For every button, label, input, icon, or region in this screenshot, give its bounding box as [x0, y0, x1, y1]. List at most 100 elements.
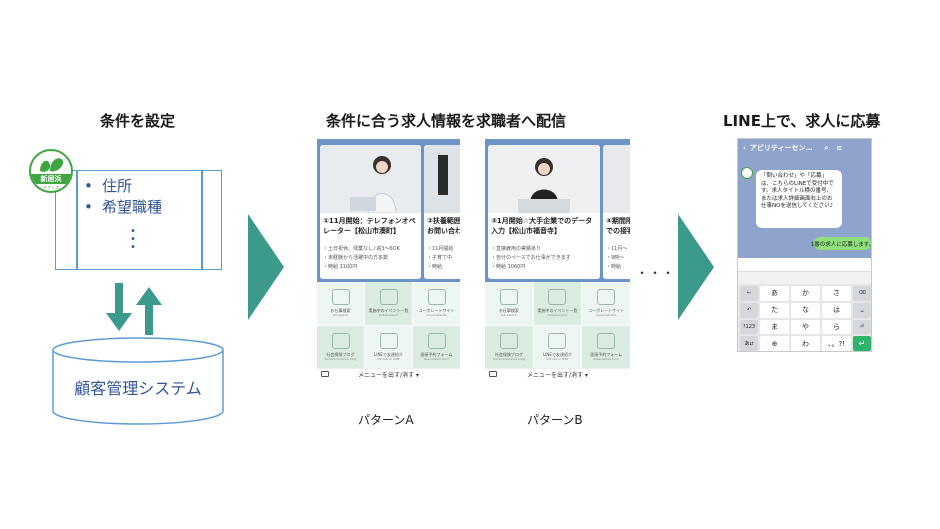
job-photo: [320, 145, 421, 214]
key[interactable]: ⊕: [760, 336, 789, 351]
job-title: ③1月開始☆大手企業でのデータ入力【松山市福音寺】: [491, 217, 593, 235]
form-icon: [597, 332, 616, 349]
key[interactable]: か: [791, 286, 820, 301]
job-title: ①11月開始：テレフォンオペレーター【松山市湊町】: [323, 217, 416, 235]
condition-item: •住所: [84, 177, 133, 195]
job-photo: [488, 145, 600, 213]
key[interactable]: た: [760, 302, 789, 318]
key[interactable]: 、。?!: [822, 336, 851, 351]
monitor-icon: [597, 289, 616, 306]
job-card[interactable]: ②扶養範囲内でのお問い合わせ対応 ・11月開始 ・子育て中 ・時給: [424, 145, 460, 279]
job-detail: ・時給: [427, 264, 443, 270]
search-icon[interactable]: ⌕: [824, 143, 829, 152]
job-detail: ・時給: [606, 264, 622, 270]
account-avatar: [741, 167, 753, 179]
menu-toggle[interactable]: メニューを出す/消す ▾: [317, 368, 460, 379]
job-detail: ・未経験から活躍中の方多数: [323, 255, 389, 261]
key[interactable]: あ⇄: [740, 336, 758, 351]
logo-text: 新居浜: [31, 174, 71, 184]
blog-icon: [331, 332, 350, 349]
key[interactable]: ⏎: [853, 319, 871, 335]
keyboard-icon: [489, 371, 497, 377]
job-card[interactable]: ③1月開始☆大手企業でのデータ入力【松山市福音寺】 ・直接雇用の実績あり ・自分…: [488, 145, 600, 279]
key[interactable]: ら: [822, 319, 851, 335]
more-conditions-ellipsis: •••: [130, 226, 136, 253]
key[interactable]: ⌫: [853, 286, 871, 301]
job-title: ②扶養範囲内でのお問い合わせ対応: [427, 217, 460, 235]
form-icon: [427, 332, 446, 349]
smartphone-icon: [548, 332, 567, 349]
flow-arrow-2: [678, 214, 714, 320]
leaf-icon: [31, 151, 71, 177]
keyboard-icon: [321, 371, 329, 377]
job-detail: ・子育て中: [427, 255, 453, 261]
job-photo: [424, 145, 460, 213]
more-patterns-ellipsis: ・・・: [636, 266, 676, 280]
sent-message: 1番の求人に応募します。: [811, 237, 871, 250]
key[interactable]: わ: [791, 336, 820, 351]
keyboard-toolbar: [738, 272, 871, 284]
chat-header: ‹ アビリティーセン… ⌕ ≡: [738, 139, 871, 157]
conditions-divider-left: [76, 170, 78, 270]
keyboard: ← あ か さ ⌫ ↶ た な は ␣ ?123 ま や ら ⏎ あ⇄ ⊕ わ …: [738, 284, 871, 351]
search-icon: [499, 289, 518, 306]
key[interactable]: ま: [760, 319, 789, 335]
menu-icon[interactable]: ≡: [836, 144, 843, 152]
job-detail: ・直接雇用の実績あり: [491, 246, 542, 252]
key[interactable]: ␣: [853, 302, 871, 318]
back-icon[interactable]: ‹: [743, 144, 746, 152]
key[interactable]: さ: [822, 286, 851, 301]
menu-toggle[interactable]: メニューを出す/消す ▾: [485, 368, 630, 379]
job-detail: ・自分のペースでお仕事ができます: [491, 255, 571, 261]
office-logo: 新居浜 オフィス: [29, 149, 73, 193]
phone-pattern-a: ①11月開始：テレフォンオペレーター【松山市湊町】 ・土日祝休、残業なし♪週3〜…: [317, 139, 460, 379]
database-icon: [52, 337, 224, 425]
conditions-list: •住所 •希望職種: [84, 176, 162, 218]
job-card[interactable]: ④期間限定での接客 ・11月〜 ・9時〜 ・時給: [603, 145, 630, 279]
condition-item: •希望職種: [84, 198, 163, 216]
job-detail: ・11月〜: [606, 246, 628, 252]
job-card[interactable]: ①11月開始：テレフォンオペレーター【松山市湊町】 ・土日祝休、残業なし♪週3〜…: [320, 145, 421, 279]
received-message: 「問い合わせ」や「応募」は、こちらのLINEで受付中です。求人タイトル横の番号、…: [756, 170, 842, 228]
logo-subtext: オフィス: [43, 185, 59, 190]
key[interactable]: ?123: [740, 319, 758, 335]
calendar-icon: [379, 289, 398, 306]
key[interactable]: ←: [740, 286, 758, 301]
section-title-delivery: 条件に合う求人情報を求職者へ配信: [326, 112, 567, 130]
database-label: 顧客管理システム: [74, 379, 202, 398]
conditions-divider-right: [201, 170, 203, 270]
job-detail: ・土日祝休、残業なし♪週3〜6OK: [323, 246, 400, 252]
key[interactable]: あ: [760, 286, 789, 301]
job-detail: ・時給 1100円: [323, 264, 358, 270]
job-detail: ・11月開始: [427, 246, 454, 252]
pattern-b-label: パターンB: [527, 413, 583, 427]
job-photo: [603, 145, 630, 213]
smartphone-icon: [379, 332, 398, 349]
key[interactable]: な: [791, 302, 820, 318]
monitor-icon: [427, 289, 446, 306]
key[interactable]: や: [791, 319, 820, 335]
section-title-settings: 条件を設定: [100, 112, 176, 130]
search-icon: [331, 289, 350, 306]
key[interactable]: は: [822, 302, 851, 318]
key[interactable]: ↶: [740, 302, 758, 318]
message-input[interactable]: [738, 258, 871, 272]
enter-key[interactable]: ↵: [853, 336, 871, 351]
chat-title: アビリティーセン…: [749, 144, 813, 152]
sync-arrows-icon: [106, 283, 162, 335]
line-chat-phone: ‹ アビリティーセン… ⌕ ≡ 「問い合わせ」や「応募」は、こちらのLINEで受…: [737, 138, 872, 352]
